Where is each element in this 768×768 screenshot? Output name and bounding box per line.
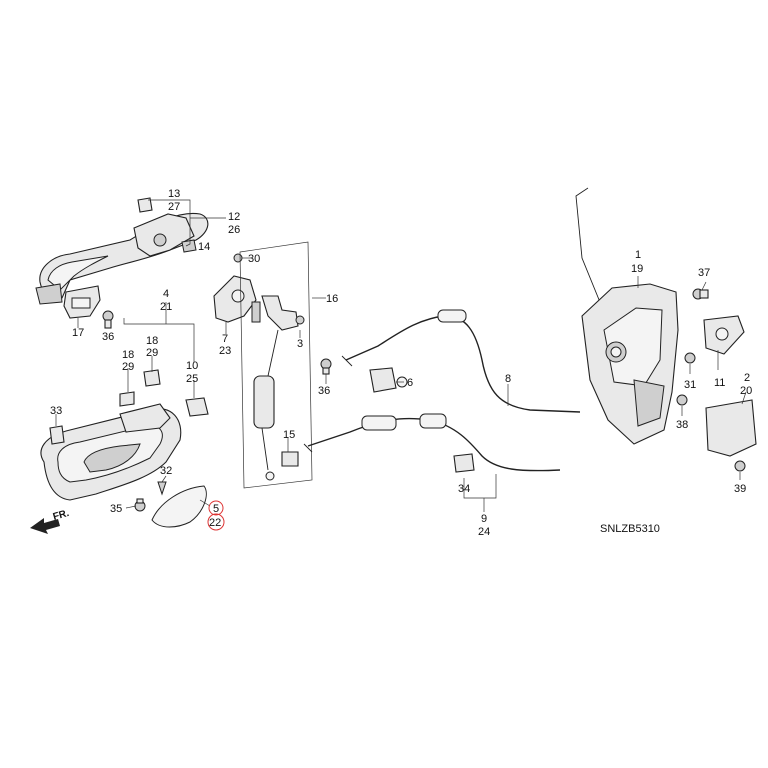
- callout-36-center: 36: [318, 385, 330, 397]
- callout-27: 27: [168, 201, 180, 213]
- bellcrank-bracket-7-23: [213, 275, 257, 323]
- callout-9: 9: [481, 513, 487, 525]
- callout-23: 23: [219, 345, 231, 357]
- door-lock-actuator: [575, 187, 679, 445]
- callout-34: 34: [458, 483, 470, 495]
- callout-8: 8: [505, 373, 511, 385]
- callout-7: 7: [222, 333, 228, 345]
- callout-18-a: 18: [122, 349, 134, 361]
- callout-30: 30: [248, 253, 260, 265]
- callout-24: 24: [478, 526, 490, 538]
- screw-31: [684, 352, 696, 364]
- clip-18-29-a: [119, 391, 135, 407]
- callout-32: 32: [160, 465, 172, 477]
- handle-bolt-13: [137, 197, 153, 213]
- cable-clip-34: [453, 453, 475, 473]
- screw-3: [295, 315, 305, 325]
- clip-18-29-b: [143, 369, 161, 387]
- callout-38: 38: [676, 419, 688, 431]
- callout-33: 33: [50, 405, 62, 417]
- callout-2: 2: [744, 372, 750, 384]
- callout-10: 10: [186, 360, 198, 372]
- callout-25: 25: [186, 373, 198, 385]
- callout-1: 1: [635, 249, 641, 261]
- callout-labels: 13 27 12 26 14 17 36 4 21 18 29 18 29 10…: [50, 188, 752, 538]
- cable-8: [341, 309, 581, 413]
- handle-base-17: [63, 285, 101, 319]
- outer-door-handle: [35, 212, 209, 305]
- screw-32: [157, 481, 167, 496]
- callout-4: 4: [163, 288, 169, 300]
- lock-cylinder-rod: [251, 295, 299, 481]
- callout-22: 22: [209, 517, 221, 529]
- clip-33: [49, 425, 65, 445]
- callout-20: 20: [740, 385, 752, 397]
- screw-35: [134, 498, 146, 512]
- diagram-code: SNLZB5310: [600, 523, 660, 535]
- callout-5: 5: [213, 503, 219, 515]
- callout-35: 35: [110, 503, 122, 515]
- cover-2-20: [705, 399, 757, 457]
- callout-29-a: 29: [122, 361, 134, 373]
- callout-15: 15: [283, 429, 295, 441]
- callout-17: 17: [72, 327, 84, 339]
- callout-21: 21: [160, 301, 172, 313]
- inner-door-handle: [40, 403, 182, 501]
- callout-13: 13: [168, 188, 180, 200]
- bolt-36-left: [102, 310, 114, 329]
- handle-nut-14: [181, 239, 197, 253]
- bolt-37: [692, 288, 709, 300]
- callout-19: 19: [631, 263, 643, 275]
- screw-38: [676, 394, 688, 406]
- highlight-ring-5: [208, 500, 224, 516]
- callout-6: 6: [407, 377, 413, 389]
- callout-39: 39: [734, 483, 746, 495]
- callout-31: 31: [684, 379, 696, 391]
- callout-18-b: 18: [146, 335, 158, 347]
- cable-9-24: [303, 413, 561, 472]
- striker-11: [703, 315, 745, 355]
- callout-26: 26: [228, 224, 240, 236]
- callout-36-left: 36: [102, 331, 114, 343]
- callout-16: 16: [326, 293, 338, 305]
- callout-3: 3: [297, 338, 303, 350]
- leader-lines: [55, 199, 747, 512]
- front-direction-arrow: FR.: [30, 508, 71, 534]
- screw-30: [233, 253, 243, 263]
- highlight-ring-22: [207, 513, 225, 531]
- screw-39: [734, 460, 746, 472]
- clip-15: [281, 451, 299, 467]
- handle-cover-5-22: [151, 485, 207, 528]
- front-label: FR.: [52, 508, 71, 523]
- callout-14: 14: [198, 241, 210, 253]
- clip-10-25: [185, 397, 209, 417]
- cable-clip-6: [369, 367, 408, 393]
- callout-29-b: 29: [146, 347, 158, 359]
- callout-37: 37: [698, 267, 710, 279]
- callout-11: 11: [714, 377, 725, 389]
- callout-12: 12: [228, 211, 240, 223]
- bolt-36-center: [320, 358, 332, 375]
